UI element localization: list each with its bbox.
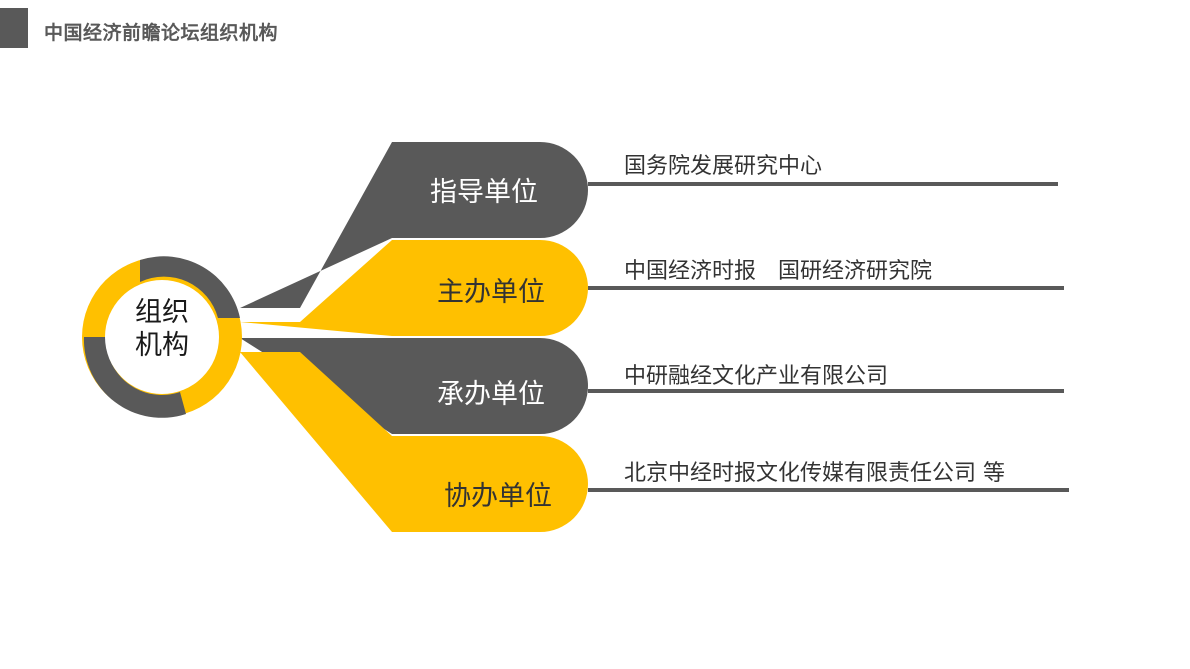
branch-underline-3 [588, 389, 1064, 393]
branch-pill-4 [392, 436, 588, 532]
branch-pill-2 [392, 240, 588, 336]
branch-pill-3 [392, 338, 588, 434]
center-label: 组织 机构 [105, 296, 219, 362]
branch-underline-1 [588, 182, 1058, 186]
connector-fan-1 [240, 142, 392, 308]
branch-underline-4 [588, 488, 1069, 492]
connector-fan-2 [240, 240, 392, 336]
branch-org-3: 中研融经文化产业有限公司 [624, 364, 889, 389]
branch-org-4: 北京中经时报文化传媒有限责任公司 等 [624, 461, 1005, 486]
branch-underline-2 [588, 286, 1064, 290]
branch-label-3: 承办单位 [437, 379, 545, 410]
center-ring-gray-bottom [83, 337, 186, 418]
center-ring-gray-top [140, 256, 240, 318]
center-circle [105, 280, 219, 394]
connector-fan-4 [240, 352, 392, 532]
branch-org-2: 中国经济时报 国研经济研究院 [624, 259, 933, 284]
center-label-line2: 机构 [135, 330, 189, 361]
center-label-line1: 组织 [135, 297, 189, 328]
branch-label-4: 协办单位 [444, 481, 552, 512]
branch-org-1: 国务院发展研究中心 [624, 154, 823, 179]
header-accent-bar [0, 8, 28, 48]
branch-label-1: 指导单位 [430, 177, 538, 208]
branch-label-2: 主办单位 [437, 277, 545, 308]
branch-pill-1 [392, 142, 588, 238]
page-title: 中国经济前瞻论坛组织机构 [44, 22, 279, 44]
